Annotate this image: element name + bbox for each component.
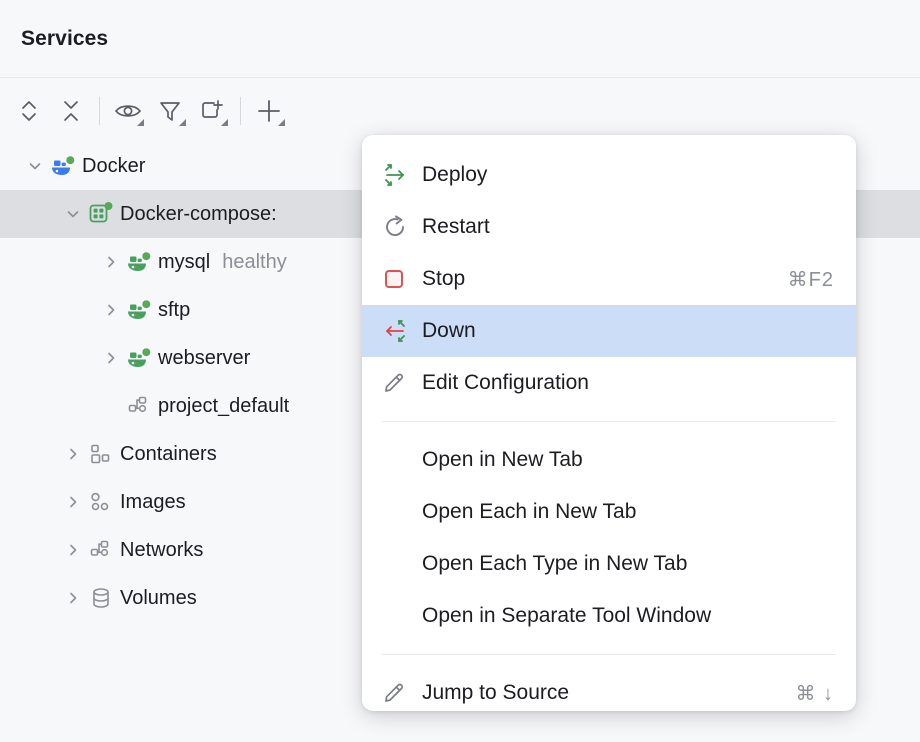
new-tab-plus-icon [199, 98, 225, 124]
tree-row-label: Networks [120, 538, 204, 561]
tree-row[interactable]: sftp [0, 286, 920, 334]
tree-row-label: sftp [158, 298, 191, 321]
menu-item-shortcut: ⌘F2 [787, 268, 834, 291]
menu-item-label: Open in New Tab [422, 448, 583, 471]
filter-icon [158, 99, 182, 123]
chevron-right-icon[interactable] [98, 302, 124, 318]
chevron-right-icon[interactable] [98, 254, 124, 270]
collapse-all-button[interactable] [50, 90, 92, 132]
toolbar [0, 79, 920, 142]
chevron-down-icon [177, 117, 186, 126]
menu-item[interactable]: Down [362, 305, 856, 357]
docker-whale-green-icon [124, 299, 154, 321]
tree-row[interactable]: Volumes [0, 574, 920, 622]
menu-item[interactable]: Stop ⌘F2 [362, 253, 856, 305]
containers-icon [86, 443, 116, 465]
menu-item[interactable]: Edit Configuration [362, 357, 856, 409]
tree-row-label: Docker-compose: [120, 202, 277, 225]
chevron-right-icon[interactable] [60, 494, 86, 510]
pencil-icon [382, 371, 422, 395]
menu-item-label: Open Each Type in New Tab [422, 552, 688, 575]
chevrons-up-down-icon [18, 98, 40, 124]
collapse-arrows-icon [60, 98, 82, 124]
tree-row[interactable]: Docker [0, 142, 920, 190]
tree-row[interactable]: Images [0, 478, 920, 526]
menu-separator [382, 421, 836, 422]
menu-item[interactable]: Open Each in New Tab [362, 486, 856, 538]
menu-item-label: Deploy [422, 163, 488, 186]
menu-item[interactable]: Restart [362, 201, 856, 253]
eye-icon [114, 100, 142, 122]
stop-icon [382, 267, 422, 291]
chevron-down-icon [219, 117, 228, 126]
menu-item-shortcut: ⌘ ↓ [795, 682, 834, 705]
tree-row[interactable]: Containers [0, 430, 920, 478]
tree-row-label: project_default [158, 394, 290, 417]
plus-icon [255, 97, 283, 125]
docker-whale-blue-icon [48, 155, 78, 177]
menu-separator [382, 654, 836, 655]
show-hide-button[interactable] [107, 90, 149, 132]
chevron-right-icon[interactable] [98, 350, 124, 366]
menu-item-label: Edit Configuration [422, 371, 589, 394]
tree-row-label: Volumes [120, 586, 197, 609]
chevron-down-icon [135, 117, 144, 126]
deploy-icon [382, 162, 422, 188]
compose-green-icon [86, 202, 116, 226]
add-service-button[interactable] [248, 90, 290, 132]
images-icon [86, 491, 116, 513]
menu-item[interactable]: Open Each Type in New Tab [362, 538, 856, 590]
network-icon [124, 395, 154, 417]
docker-whale-green-icon [124, 347, 154, 369]
menu-item[interactable]: Deploy [362, 149, 856, 201]
menu-item-label: Stop [422, 267, 466, 290]
menu-item-label: Jump to Source [422, 681, 570, 704]
tree-row-label: Images [120, 490, 186, 513]
pencil-icon [382, 681, 422, 705]
restart-icon [382, 214, 422, 240]
toolbar-divider-1 [99, 96, 100, 125]
chevron-right-icon[interactable] [60, 590, 86, 606]
filter-button[interactable] [149, 90, 191, 132]
tree-row-label: webserver [158, 346, 251, 369]
volumes-icon [86, 587, 116, 609]
chevron-down-icon [276, 117, 285, 126]
tree-row-label: mysql [158, 250, 211, 273]
docker-whale-green-icon [124, 251, 154, 273]
expand-all-button[interactable] [8, 90, 50, 132]
page-title: Services [21, 26, 109, 50]
network-icon [86, 539, 116, 561]
tree-row[interactable]: Networks [0, 526, 920, 574]
tree-row-label: Docker [82, 154, 146, 177]
menu-item[interactable]: Open in Separate Tool Window [362, 590, 856, 642]
menu-item-label: Open in Separate Tool Window [422, 604, 712, 627]
chevron-right-icon[interactable] [60, 446, 86, 462]
menu-item[interactable]: Open in New Tab [362, 434, 856, 486]
menu-item-label: Restart [422, 215, 490, 238]
tree-row-label: Containers [120, 442, 217, 465]
chevron-right-icon[interactable] [60, 542, 86, 558]
menu-item[interactable]: Jump to Source ⌘ ↓ [362, 667, 856, 719]
menu-item-label: Down [422, 319, 476, 342]
menu-item-label: Open Each in New Tab [422, 500, 637, 523]
tree-row[interactable]: webserver [0, 334, 920, 382]
tool-window-header: Services [0, 0, 920, 78]
chevron-down-icon[interactable] [22, 158, 48, 174]
toolbar-divider-2 [240, 96, 241, 125]
open-in-new-tab-button[interactable] [191, 90, 233, 132]
down-icon [382, 318, 422, 344]
tree-row[interactable]: mysql healthy [0, 238, 920, 286]
status-badge: healthy [222, 250, 287, 273]
chevron-down-icon[interactable] [60, 206, 86, 222]
tree-row[interactable]: project_default [0, 382, 920, 430]
